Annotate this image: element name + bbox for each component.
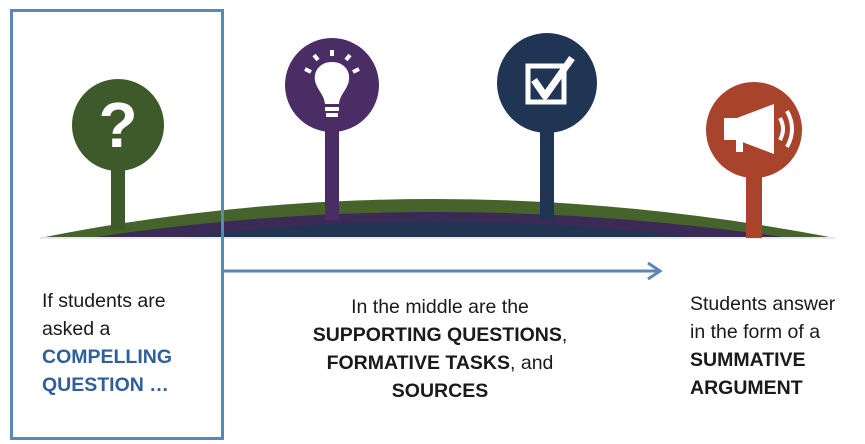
question-mark-icon: ? xyxy=(98,89,137,161)
compelling-question-marker: ? xyxy=(72,79,164,230)
megaphone-icon xyxy=(724,104,794,154)
caption-middle-and: , and xyxy=(510,352,554,374)
compelling-question-frame xyxy=(10,9,224,440)
caption-right-line-1: Students answer xyxy=(690,293,836,315)
lightbulb-marker-post xyxy=(325,120,339,220)
caption-middle-formative-tasks: FORMATIVE TASKS xyxy=(326,352,511,374)
summative-argument-marker xyxy=(706,82,802,238)
compelling-question-caption: If students are asked a COMPELLING QUEST… xyxy=(42,287,222,399)
hill-navy-layer xyxy=(180,221,700,238)
caption-right-line-2: in the form of a xyxy=(690,321,821,343)
supporting-questions-marker xyxy=(285,38,379,220)
caption-middle-sources: SOURCES xyxy=(391,380,489,402)
checkbox-marker-disc xyxy=(497,33,597,133)
caption-left-emphasis-1: COMPELLING xyxy=(42,346,172,368)
caption-left-line-1: If students are xyxy=(42,290,166,312)
progression-arrow xyxy=(224,261,663,281)
caption-left-emphasis-2: QUESTION … xyxy=(42,374,169,396)
caption-middle-line-1: In the middle are the xyxy=(351,296,529,318)
megaphone-marker-post xyxy=(746,160,762,238)
checkbox-marker-post xyxy=(540,110,554,220)
formative-tasks-marker xyxy=(497,33,597,220)
checkbox-icon xyxy=(525,55,575,105)
caption-middle-line-2: SUPPORTING QUESTIONS, xyxy=(290,321,590,349)
supporting-questions-caption: In the middle are the SUPPORTING QUESTIO… xyxy=(290,293,590,405)
summative-argument-caption: Students answer in the form of a SUMMATI… xyxy=(690,290,865,402)
caption-right-emphasis-2: ARGUMENT xyxy=(690,377,803,399)
caption-middle-comma: , xyxy=(561,324,568,346)
caption-middle-line-3: FORMATIVE TASKS, and xyxy=(290,349,590,377)
question-marker-disc xyxy=(72,79,164,171)
caption-left-line-2: asked a xyxy=(42,318,111,340)
caption-right-emphasis-1: SUMMATIVE xyxy=(690,349,806,371)
caption-middle-supporting-questions: SUPPORTING QUESTIONS xyxy=(312,324,562,346)
lightbulb-icon xyxy=(304,50,360,117)
